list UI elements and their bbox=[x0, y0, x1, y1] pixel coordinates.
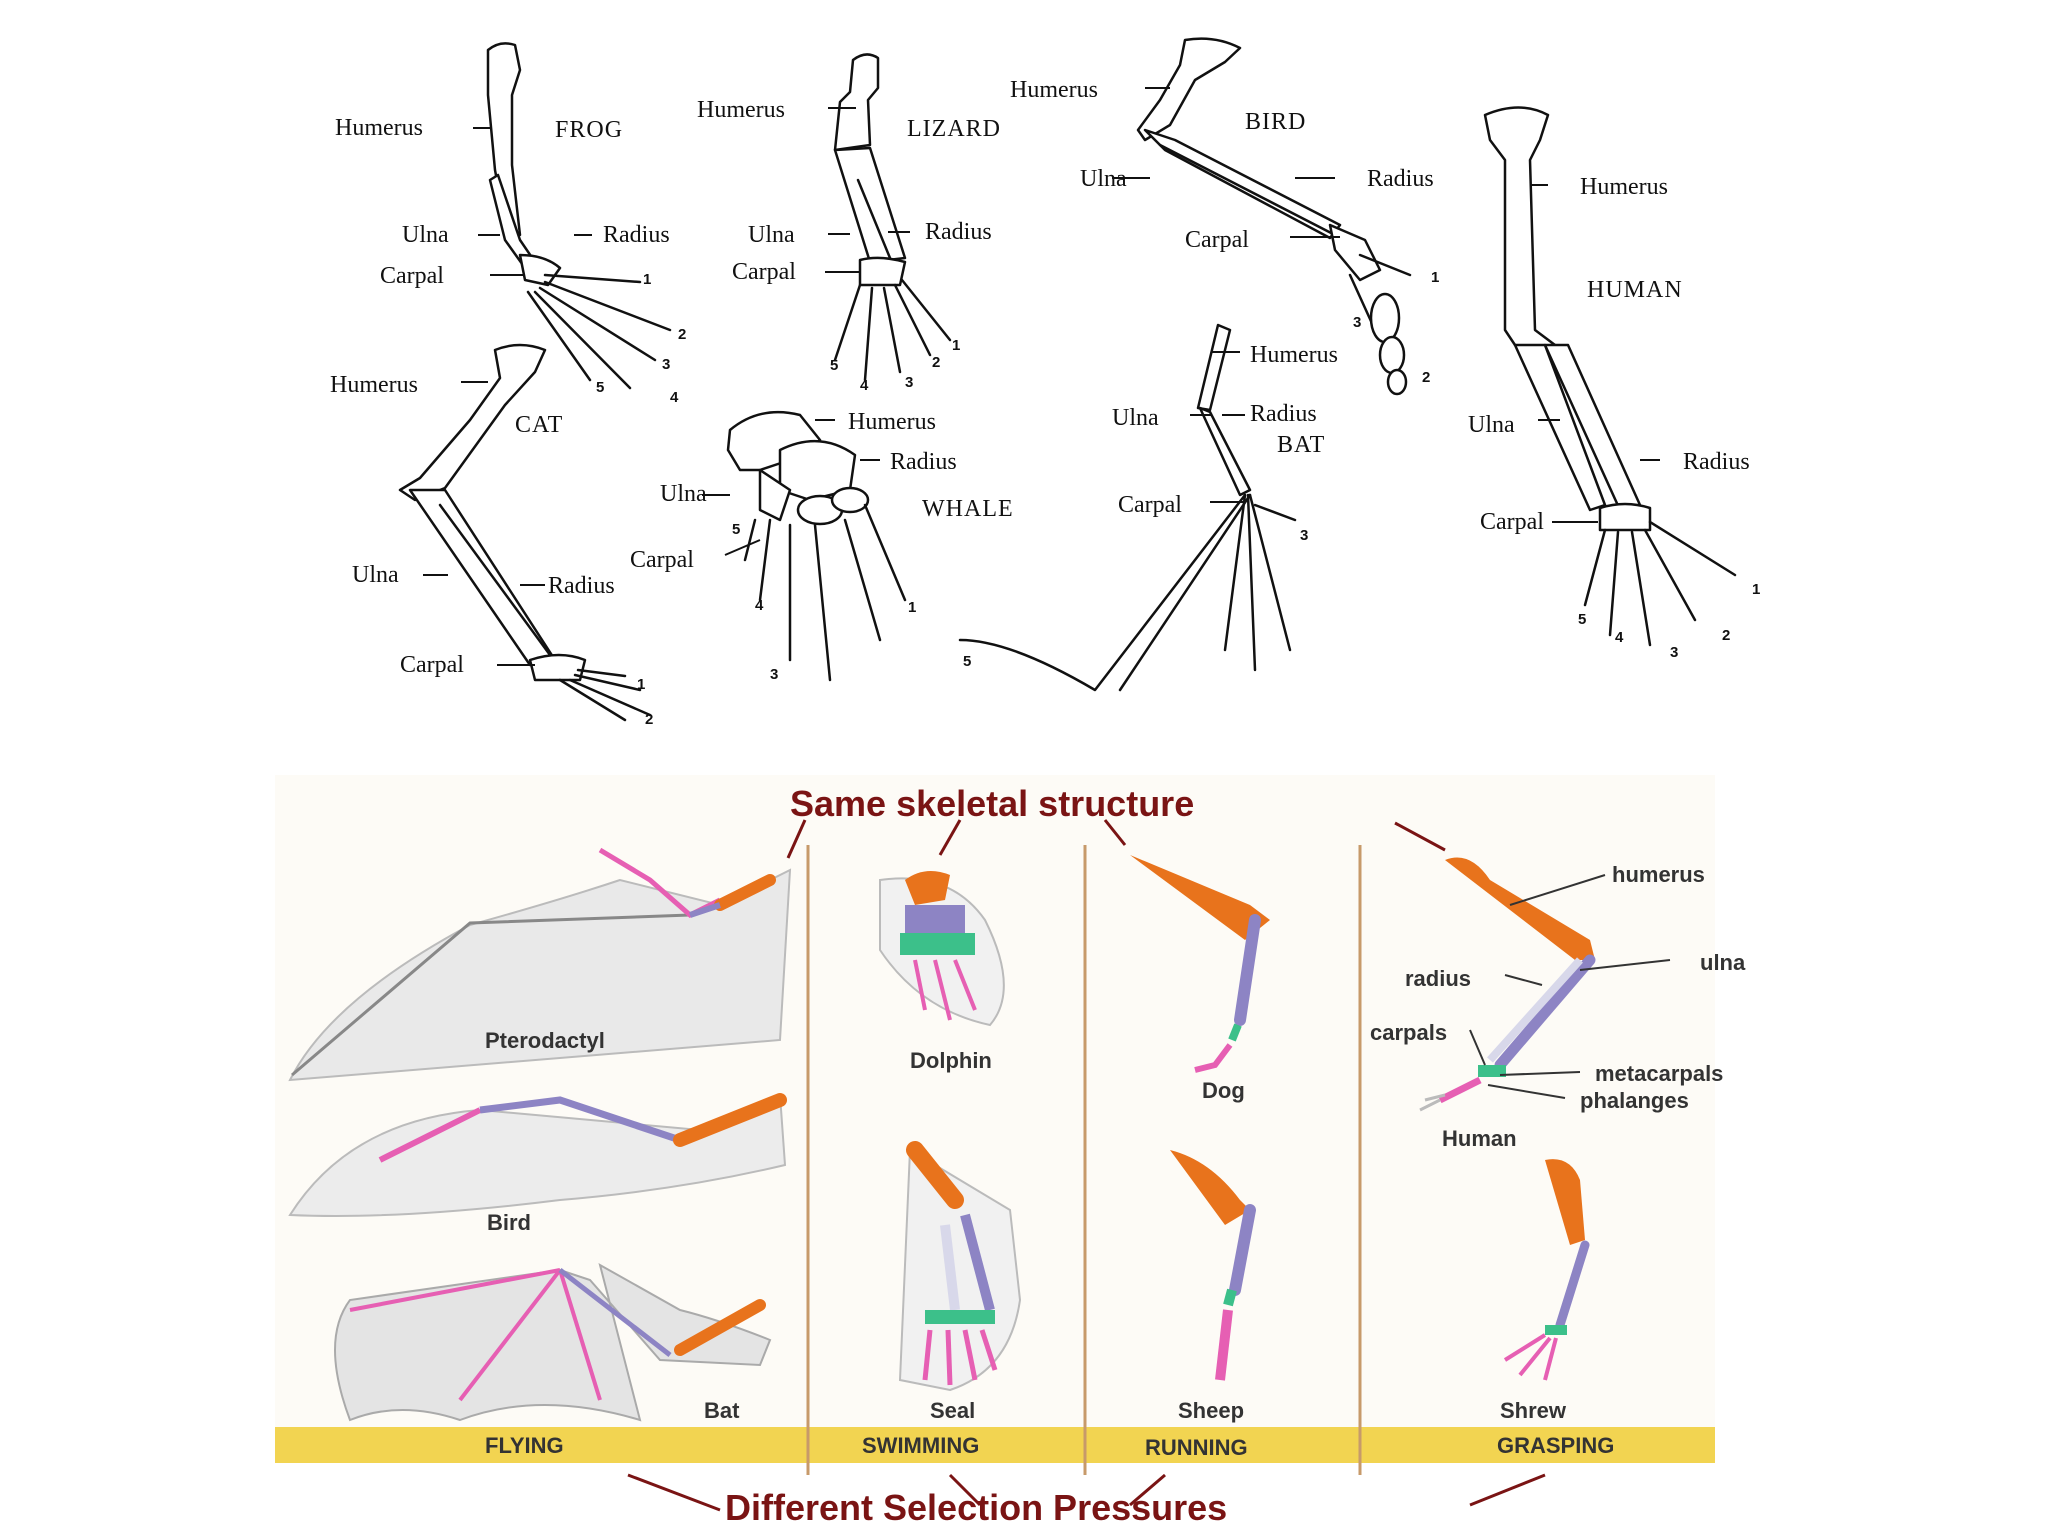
human-ulna-label: Ulna bbox=[1468, 413, 1515, 437]
label-humerus: humerus bbox=[1612, 864, 1705, 886]
human-humerus-label: Humerus bbox=[1580, 175, 1668, 199]
bird-carpal-label: Carpal bbox=[1185, 228, 1249, 252]
whale-digit-1: 1 bbox=[908, 600, 916, 615]
bird-digit-2: 2 bbox=[1422, 370, 1430, 385]
frog-digit-3: 3 bbox=[662, 357, 670, 372]
human-digit-3: 3 bbox=[1670, 645, 1678, 660]
label-metacarpals: metacarpals bbox=[1595, 1063, 1723, 1085]
category-grasping: GRASPING bbox=[1497, 1435, 1614, 1457]
label-radius: radius bbox=[1405, 968, 1471, 990]
label-phalanges: phalanges bbox=[1580, 1090, 1689, 1112]
cat-radius-label: Radius bbox=[548, 574, 615, 598]
label-ulna: ulna bbox=[1700, 952, 1745, 974]
frog-digit-5: 5 bbox=[596, 380, 604, 395]
frog-digit-4: 4 bbox=[670, 390, 678, 405]
dolphin-flipper bbox=[880, 871, 1004, 1025]
caption-dog: Dog bbox=[1202, 1080, 1245, 1102]
bottom-limb-illustrations bbox=[0, 775, 2048, 1535]
footer-different-selection-pressures: Different Selection Pressures bbox=[725, 1490, 1227, 1526]
human-carpal-label: Carpal bbox=[1480, 510, 1544, 534]
bat-title: BAT bbox=[1277, 433, 1325, 457]
caption-pterodactyl: Pterodactyl bbox=[485, 1030, 605, 1052]
header-same-skeletal-structure: Same skeletal structure bbox=[790, 786, 1194, 822]
whale-title: WHALE bbox=[922, 497, 1014, 521]
lizard-digit-3: 3 bbox=[905, 375, 913, 390]
whale-ulna-label: Ulna bbox=[660, 482, 707, 506]
caption-human: Human bbox=[1442, 1128, 1517, 1150]
lizard-title: LIZARD bbox=[907, 117, 1001, 141]
frog-radius-label: Radius bbox=[603, 223, 670, 247]
lizard-humerus-label: Humerus bbox=[697, 98, 785, 122]
lizard-digit-5: 5 bbox=[830, 358, 838, 373]
caption-seal: Seal bbox=[930, 1400, 975, 1422]
lizard-limb bbox=[835, 54, 950, 380]
bat-ulna-label: Ulna bbox=[1112, 406, 1159, 430]
caption-bird: Bird bbox=[487, 1212, 531, 1234]
sheep-leg bbox=[1170, 1150, 1250, 1380]
bat-digit-5: 5 bbox=[963, 654, 971, 669]
whale-digit-3: 3 bbox=[770, 667, 778, 682]
whale-digit-5: 5 bbox=[732, 522, 740, 537]
seal-flipper bbox=[900, 1150, 1020, 1390]
bird-humerus-label: Humerus bbox=[1010, 78, 1098, 102]
human-digit-5: 5 bbox=[1578, 612, 1586, 627]
cat-humerus-label: Humerus bbox=[330, 373, 418, 397]
lizard-digit-1: 1 bbox=[952, 338, 960, 353]
whale-radius-label: Radius bbox=[890, 450, 957, 474]
cat-carpal-label: Carpal bbox=[400, 653, 464, 677]
whale-humerus-label: Humerus bbox=[848, 410, 936, 434]
bird-title: BIRD bbox=[1245, 110, 1306, 134]
cat-digit-1: 1 bbox=[637, 677, 645, 692]
lizard-carpal-label: Carpal bbox=[732, 260, 796, 284]
caption-dolphin: Dolphin bbox=[910, 1050, 992, 1072]
frog-title: FROG bbox=[555, 118, 623, 142]
label-carpals: carpals bbox=[1370, 1022, 1447, 1044]
human-digit-1: 1 bbox=[1752, 582, 1760, 597]
whale-digit-4: 4 bbox=[755, 598, 763, 613]
frog-digit-2: 2 bbox=[678, 327, 686, 342]
human-radius-label: Radius bbox=[1683, 450, 1750, 474]
lizard-ulna-label: Ulna bbox=[748, 223, 795, 247]
bird-limb bbox=[1138, 39, 1410, 394]
shrew-leg bbox=[1505, 1159, 1585, 1380]
cat-digit-2: 2 bbox=[645, 712, 653, 727]
bird-radius-label: Radius bbox=[1367, 167, 1434, 191]
human-title: HUMAN bbox=[1587, 278, 1683, 302]
caption-sheep: Sheep bbox=[1178, 1400, 1244, 1422]
caption-shrew: Shrew bbox=[1500, 1400, 1566, 1422]
dog-leg bbox=[1130, 855, 1270, 1070]
bird-wing bbox=[290, 1095, 785, 1216]
bird-digit-1: 1 bbox=[1431, 270, 1439, 285]
top-skeleton-drawings bbox=[0, 0, 2048, 740]
frog-humerus-label: Humerus bbox=[335, 116, 423, 140]
lizard-digit-4: 4 bbox=[860, 378, 868, 393]
human-digit-2: 2 bbox=[1722, 628, 1730, 643]
caption-bat: Bat bbox=[704, 1400, 739, 1422]
frog-limb bbox=[488, 43, 670, 388]
cat-title: CAT bbox=[515, 413, 563, 437]
bird-digit-3: 3 bbox=[1353, 315, 1361, 330]
bird-ulna-label: Ulna bbox=[1080, 167, 1127, 191]
category-running: RUNNING bbox=[1145, 1437, 1248, 1459]
whale-limb bbox=[728, 412, 905, 680]
lizard-radius-label: Radius bbox=[925, 220, 992, 244]
category-swimming: SWIMMING bbox=[862, 1435, 979, 1457]
human-digit-4: 4 bbox=[1615, 630, 1623, 645]
category-flying: FLYING bbox=[485, 1435, 564, 1457]
bat-humerus-label: Humerus bbox=[1250, 343, 1338, 367]
bat-digit-3: 3 bbox=[1300, 528, 1308, 543]
frog-digit-1: 1 bbox=[643, 272, 651, 287]
cat-ulna-label: Ulna bbox=[352, 563, 399, 587]
frog-ulna-label: Ulna bbox=[402, 223, 449, 247]
bat-wing bbox=[335, 1265, 770, 1420]
bat-carpal-label: Carpal bbox=[1118, 493, 1182, 517]
frog-carpal-label: Carpal bbox=[380, 264, 444, 288]
whale-carpal-label: Carpal bbox=[630, 548, 694, 572]
lizard-digit-2: 2 bbox=[932, 355, 940, 370]
bat-radius-label: Radius bbox=[1250, 402, 1317, 426]
